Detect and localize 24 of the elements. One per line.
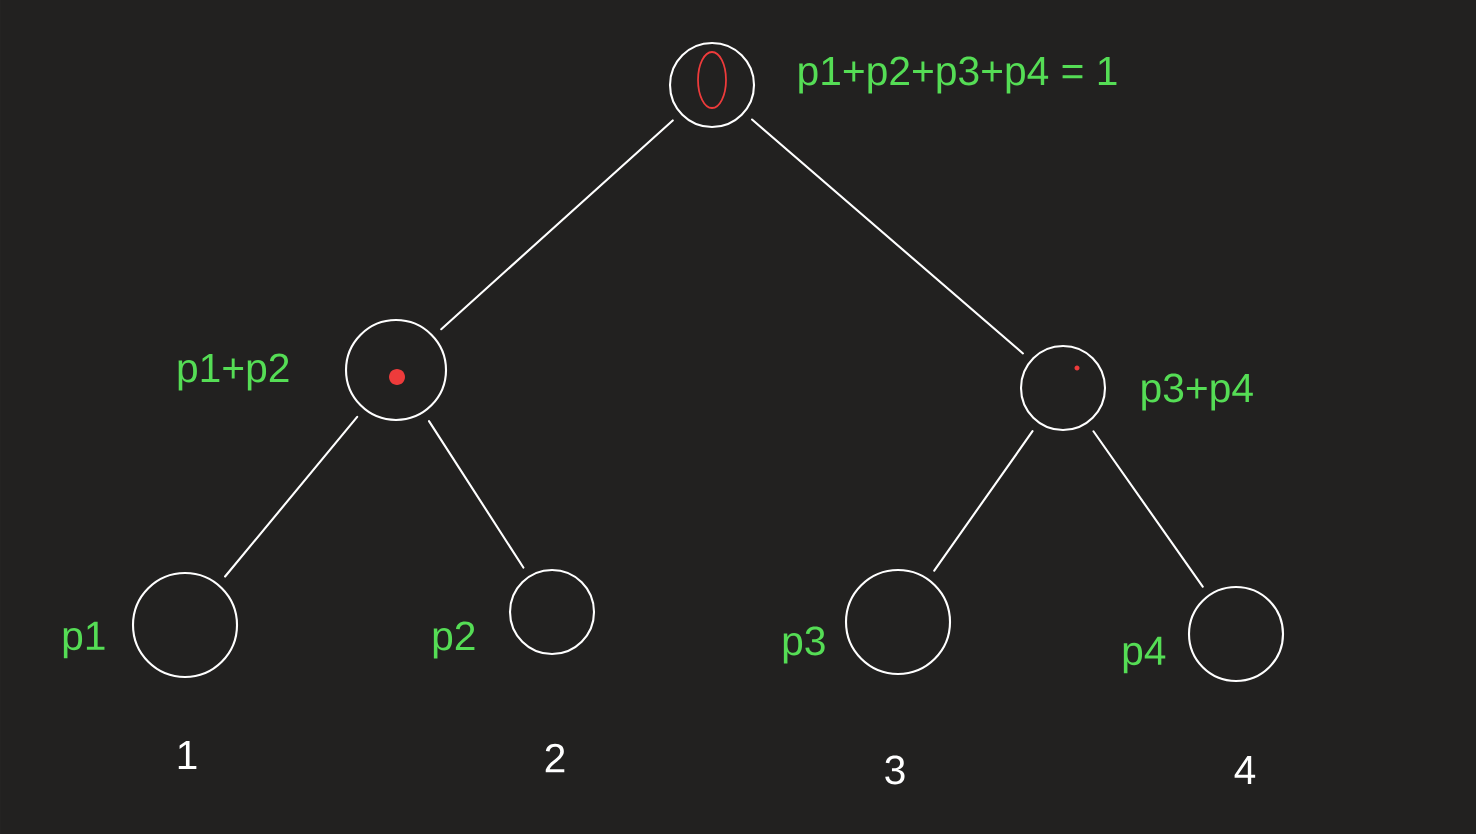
- tree-branch: [933, 430, 1034, 572]
- probability-label: p1+p2: [178, 353, 289, 391]
- probability-label: p4: [1123, 636, 1166, 674]
- probability-label: p2: [433, 621, 475, 659]
- tree-node-circle: [508, 568, 596, 656]
- tree-node-circle: [131, 571, 239, 679]
- tree-branch: [440, 119, 674, 331]
- leaf-number: 4: [1234, 756, 1256, 784]
- probability-label: p3+p4: [1142, 373, 1253, 411]
- tree-branch: [1092, 430, 1204, 588]
- tree-node-circle: [344, 318, 448, 422]
- probability-label: p1+p2+p3+p4 = 1: [799, 56, 1117, 94]
- tree-branch: [751, 118, 1025, 355]
- leaf-number: 3: [885, 755, 905, 785]
- tree-branch: [427, 420, 525, 569]
- tree-node-circle: [1187, 585, 1285, 683]
- leaf-number: 2: [545, 743, 565, 773]
- tree-node-circle: [844, 568, 952, 676]
- probability-label: p1: [63, 621, 105, 659]
- probability-label: p3: [783, 626, 825, 664]
- tree-branch: [224, 415, 359, 578]
- tree-node-circle: [668, 41, 756, 129]
- leaf-number: 1: [178, 740, 197, 769]
- tree-node-circle: [1019, 344, 1107, 432]
